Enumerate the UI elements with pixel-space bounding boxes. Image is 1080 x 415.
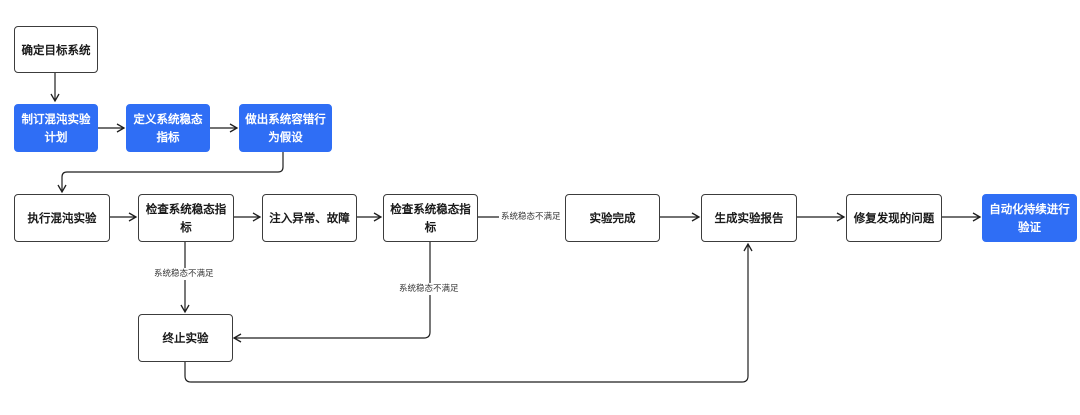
node-check2: 检查系统稳态指标 bbox=[383, 194, 478, 242]
node-fix: 修复发现的问题 bbox=[846, 194, 942, 242]
node-run: 执行混沌实验 bbox=[14, 194, 110, 242]
node-check1: 检查系统稳态指标 bbox=[138, 194, 234, 242]
node-define-target: 确定目标系统 bbox=[14, 26, 98, 73]
edge-stop-to-report bbox=[184, 242, 753, 383]
node-inject: 注入异常、故障 bbox=[262, 194, 357, 242]
edge-check2-to-stop bbox=[232, 242, 431, 343]
node-verify: 自动化持续进行验证 bbox=[982, 194, 1077, 242]
node-done: 实验完成 bbox=[565, 194, 660, 242]
node-stop: 终止实验 bbox=[138, 314, 233, 362]
edge-label-check2-to-done: 系统稳态不满足 bbox=[499, 211, 563, 223]
node-report: 生成实验报告 bbox=[701, 194, 797, 242]
edge-label-check1-to-stop: 系统稳态不满足 bbox=[152, 268, 216, 280]
edge-label-check2-to-stop: 系统稳态不满足 bbox=[397, 283, 461, 295]
node-hypothesis: 做出系统容错行为假设 bbox=[239, 104, 332, 152]
node-define-metric: 定义系统稳态指标 bbox=[126, 104, 210, 152]
edge-hypothesis-to-run bbox=[57, 152, 284, 194]
node-plan: 制订混沌实验计划 bbox=[14, 104, 98, 152]
